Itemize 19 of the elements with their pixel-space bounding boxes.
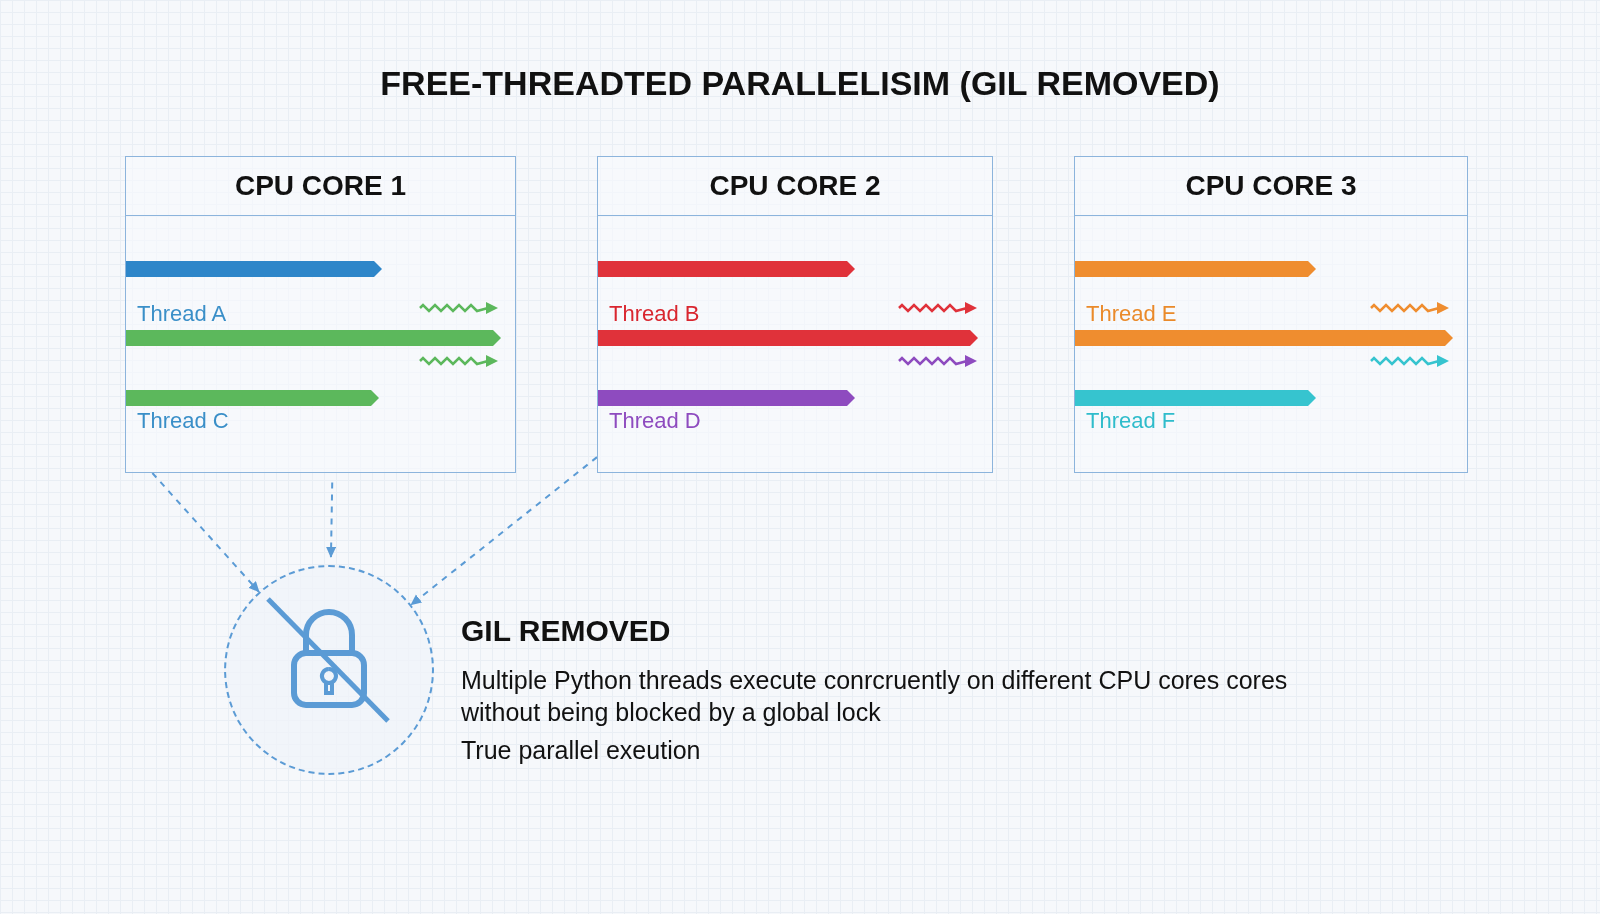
thread-label: Thread D: [609, 408, 701, 434]
thread-label: Thread F: [1086, 408, 1176, 434]
cpu-core-box: [125, 156, 516, 473]
cpu-core-box: [597, 156, 993, 473]
thread-label: Thread C: [137, 408, 229, 434]
cpu-core-box: [1074, 156, 1468, 473]
core-title: CPU CORE 3: [1185, 170, 1357, 202]
description-text: Multiple Python threads execute conrcruently on different CPU cores cores without being blocked by a global lock: [461, 665, 1289, 728]
dashed-arrow: [151, 472, 260, 593]
dashed-arrow: [326, 481, 337, 558]
core-title: CPU CORE 2: [709, 170, 881, 202]
thread-label: Thread A: [137, 301, 227, 327]
diagram-title: FREE-THREADTED PARALLELISIM (GIL REMOVED): [379, 64, 1221, 103]
description-text: True parallel exeution: [461, 735, 701, 766]
core-title: CPU CORE 1: [234, 170, 407, 202]
thread-label: Thread B: [609, 301, 700, 327]
dashed-arrow: [410, 456, 598, 606]
section-heading: GIL REMOVED: [461, 614, 671, 648]
thread-label: Thread E: [1086, 301, 1177, 327]
